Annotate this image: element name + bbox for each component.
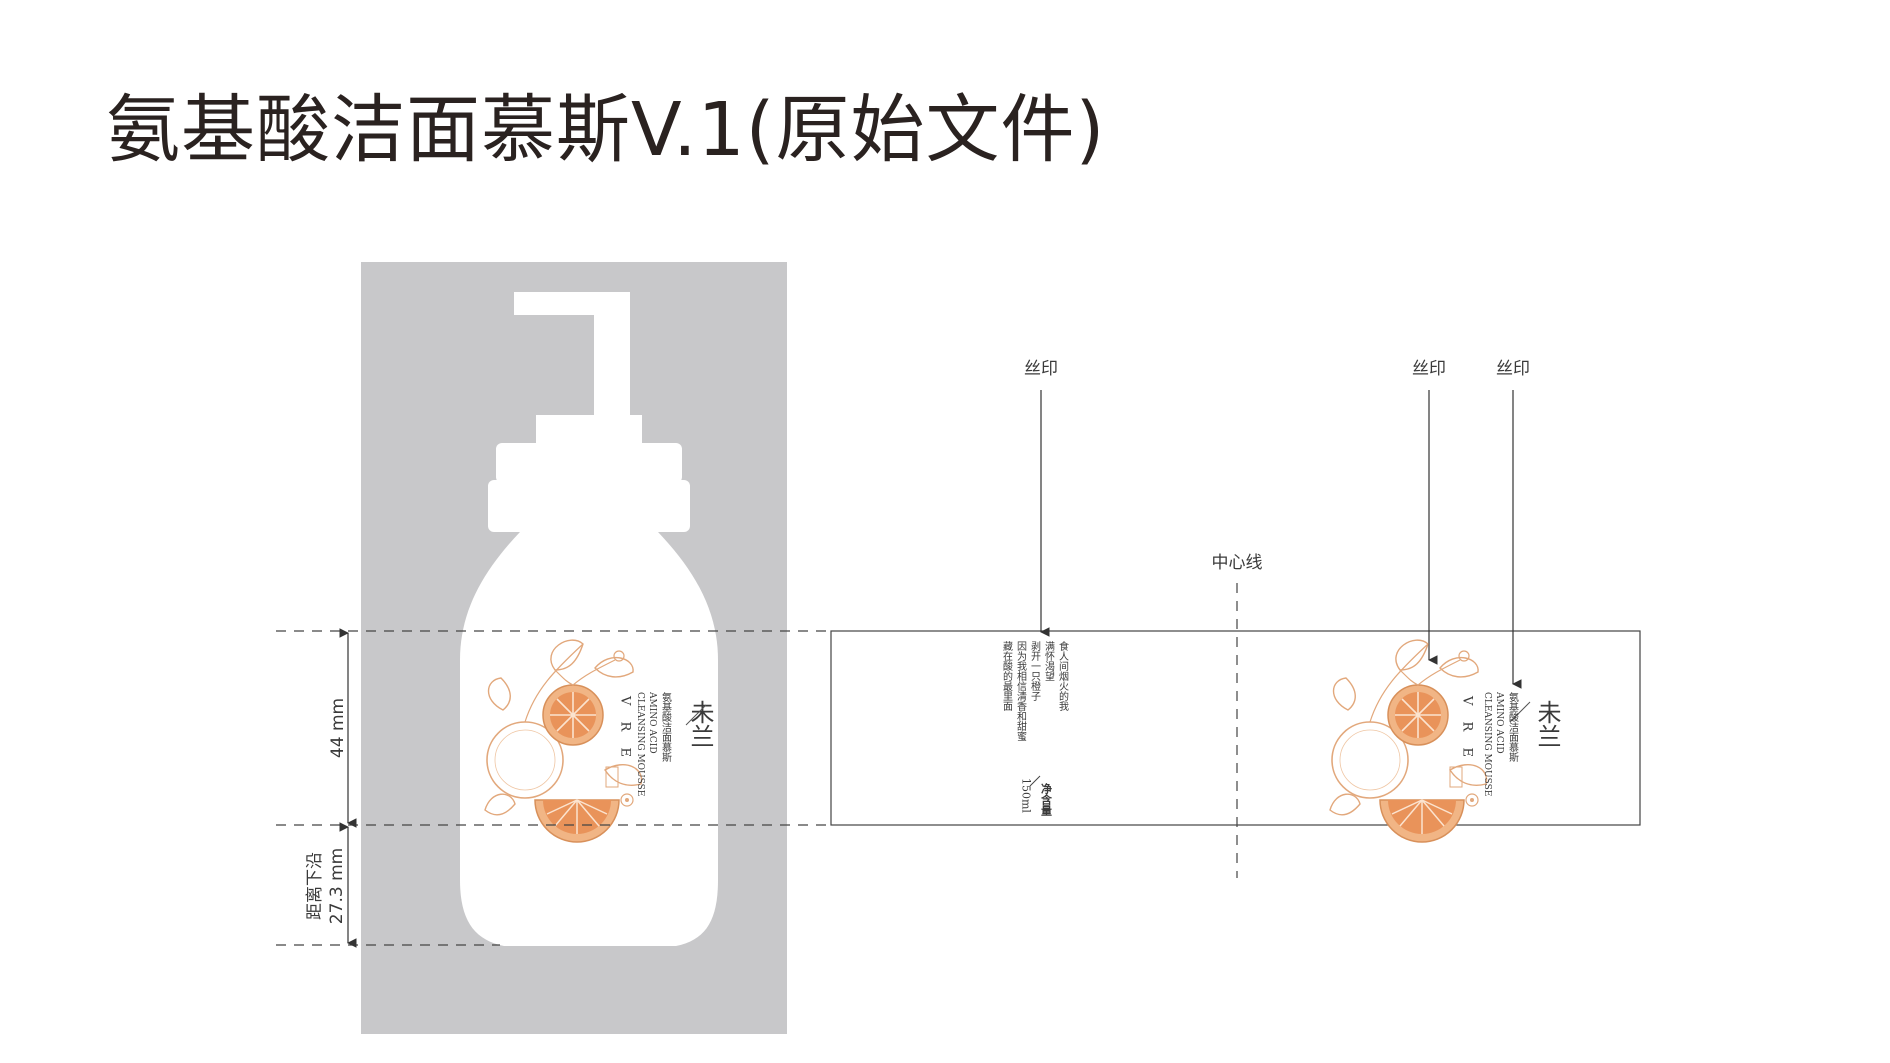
bottle-slash-divider: [685, 704, 707, 726]
bottle-product-en-2: CLEANSING MOUSSE: [635, 692, 645, 796]
silk-print-label-3: 丝印: [1496, 359, 1530, 379]
center-line-label: 中心线: [1212, 553, 1263, 573]
bottle-brand-cn: 未兰: [686, 700, 714, 748]
silk-print-label-1: 丝印: [1024, 359, 1058, 379]
poem-line-3: 剥开一只橙子: [1029, 641, 1041, 701]
poem-line-5: 藏在酸的最里面: [1001, 641, 1013, 712]
bottom-offset-label: 距离下沿: [305, 852, 325, 920]
flat-brand-latin: V R E: [1460, 695, 1475, 763]
flat-label-outline: [830, 630, 1641, 826]
net-content-divider: [1029, 775, 1041, 787]
bottle-product-cn: 氨基酸洁面慕斯: [660, 691, 672, 763]
flat-product-cn: 氨基酸洁面慕斯: [1507, 691, 1519, 763]
flat-brand-cn: 未兰: [1533, 700, 1561, 748]
bottle-brand-latin: V R E: [618, 695, 633, 763]
flat-product-en-2: CLEANSING MOUSSE: [1482, 692, 1492, 796]
flat-product-en-1: AMINO ACID: [1494, 691, 1504, 754]
bottle-product-en-1: AMINO ACID: [647, 691, 657, 754]
poem-line-4: 因为我相信清香和甜蜜: [1015, 641, 1027, 742]
poem-line-1: 食人间烟火的我: [1057, 640, 1069, 711]
bottle-seal-icon: [605, 766, 619, 788]
label-height-value: 44 mm: [328, 698, 348, 758]
poem-copy: 食人间烟火的我 满怀渴望 剥开一只橙子 因为我相信清香和甜蜜 藏在酸的最里面: [1001, 640, 1069, 742]
poem-line-2: 满怀渴望: [1043, 641, 1055, 681]
page-title: 氨基酸洁面慕斯V.1(原始文件): [106, 87, 1106, 173]
flat-slash-divider: [1509, 701, 1531, 723]
net-content-label: 净含量: [1040, 782, 1054, 816]
flat-seal-icon: [1449, 766, 1463, 788]
net-content-value: 150ml: [1020, 778, 1033, 813]
bottom-offset-value: 27.3 mm: [327, 848, 347, 924]
silk-print-label-2: 丝印: [1412, 359, 1446, 379]
